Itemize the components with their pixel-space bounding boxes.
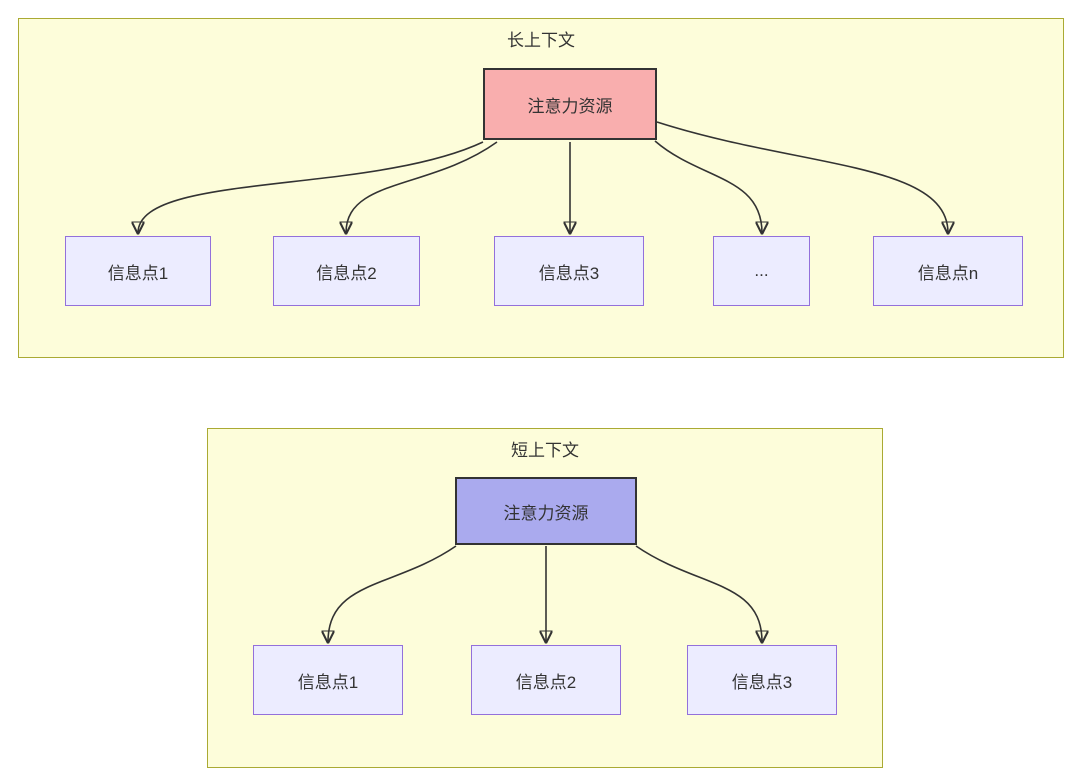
short-info-node-2: 信息点2	[471, 645, 621, 715]
short-context-title: 短上下文	[511, 441, 579, 460]
long-info-node-n: 信息点n	[873, 236, 1023, 306]
short-info-node-1: 信息点1	[253, 645, 403, 715]
long-info-node-ellipsis: ...	[713, 236, 810, 306]
long-attention-node: 注意力资源	[483, 68, 657, 140]
long-info-node-3: 信息点3	[494, 236, 644, 306]
short-attention-node: 注意力资源	[455, 477, 637, 545]
long-info-node-1: 信息点1	[65, 236, 211, 306]
long-info-node-2: 信息点2	[273, 236, 420, 306]
short-info-node-3: 信息点3	[687, 645, 837, 715]
long-context-title: 长上下文	[507, 31, 575, 50]
